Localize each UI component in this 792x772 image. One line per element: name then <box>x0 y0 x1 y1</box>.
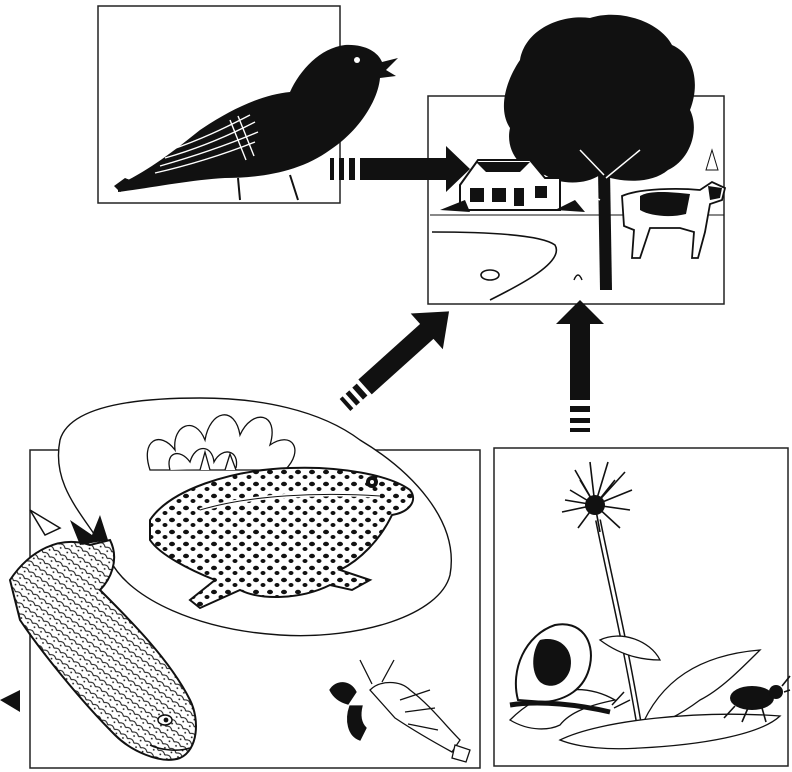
meadow-panel <box>494 448 790 766</box>
arrow-bird-to-farm <box>330 146 470 192</box>
pond-panel <box>0 398 480 768</box>
arrow-meadow-to-farm <box>556 300 604 432</box>
stone-icon <box>481 270 499 280</box>
farm-panel <box>428 15 725 304</box>
arrow-pond-to-farm <box>329 293 465 422</box>
